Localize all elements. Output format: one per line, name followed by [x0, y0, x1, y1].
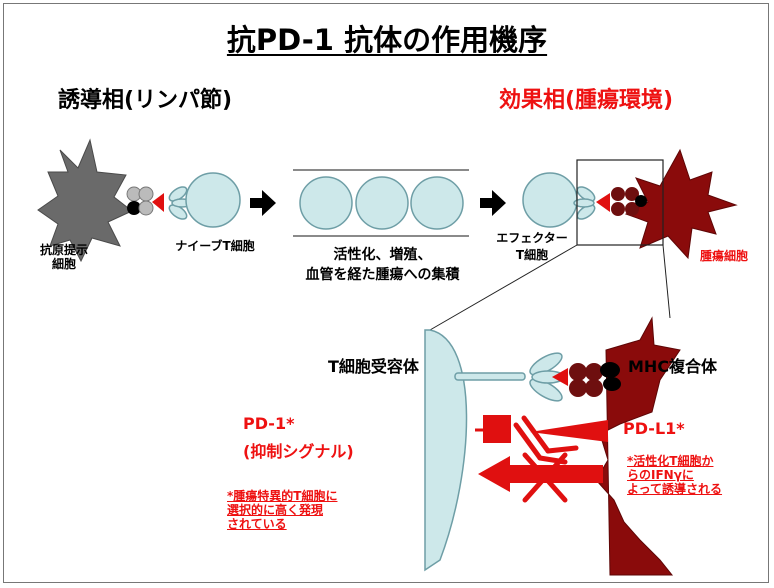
label-effector-t-line1: エフェクター [496, 231, 568, 245]
tumor-cell [624, 148, 738, 260]
label-apc-line2: 細胞 [51, 256, 76, 271]
mhc-antigen-triangle [552, 368, 568, 386]
apc-mhc-complex [126, 186, 154, 216]
label-tumor-cell: 腫瘍細胞 [700, 249, 749, 263]
label-naive-t: ナイーブT細胞 [175, 239, 255, 253]
label-process-line2: 血管を経た腫瘍への集積 [305, 267, 460, 284]
proliferated-t-cell [299, 176, 353, 230]
slide-frame [3, 3, 769, 583]
naive-t-cell [185, 172, 241, 228]
phase-induction: 誘導相(リンパ節) [58, 88, 233, 113]
note-pd1: *腫瘍特異的T細胞に 選択的に高く発現 されている [227, 489, 338, 531]
zoom-line-right [662, 244, 671, 319]
note-pdl1: *活性化T細胞か らのIFNγに よって誘導される [627, 454, 723, 496]
label-apc: 抗原提示 細胞 [28, 243, 100, 272]
zoom-box [576, 159, 664, 246]
t-cell-membrane [424, 329, 468, 572]
label-effector-t: エフェクター T細胞 [482, 231, 582, 263]
effector-tcr [573, 186, 596, 220]
proliferated-t-cell [410, 176, 464, 230]
label-tcr: T細胞受容体 [328, 357, 419, 376]
antigen-triangle [152, 193, 164, 212]
zoom-line-left [429, 244, 578, 331]
anti-pd1-antibody [513, 415, 579, 465]
page-title: 抗PD-1 抗体の作用機序 [226, 23, 548, 57]
pd1-receptor [483, 415, 511, 443]
tumor-mhc-complex [611, 187, 647, 216]
phase-effector: 効果相(腫瘍環境) [499, 88, 674, 113]
label-pdl1: PD-L1* [623, 419, 685, 438]
pdl1-ligand [530, 420, 608, 442]
proliferated-t-cell [355, 176, 409, 230]
arrow-2 [480, 190, 506, 216]
label-effector-t-line2: T細胞 [515, 247, 549, 262]
tcr-detail [454, 352, 565, 402]
label-process-line1: 活性化、増殖、 [333, 247, 432, 263]
label-pd1-sub: (抑制シグナル) [243, 442, 354, 461]
arrow-1 [250, 190, 276, 216]
antigen-presenting-cell [37, 138, 133, 263]
block-x-mark [522, 452, 568, 503]
label-process: 活性化、増殖、 血管を経た腫瘍への集積 [290, 247, 475, 283]
label-pd1: PD-1* [243, 414, 295, 433]
label-apc-line1: 抗原提示 [39, 243, 88, 257]
tumor-antigen-triangle [596, 193, 610, 212]
effector-t-cell [522, 172, 578, 228]
mhc-detail [569, 362, 621, 397]
label-mhc: MHC複合体 [628, 357, 718, 376]
